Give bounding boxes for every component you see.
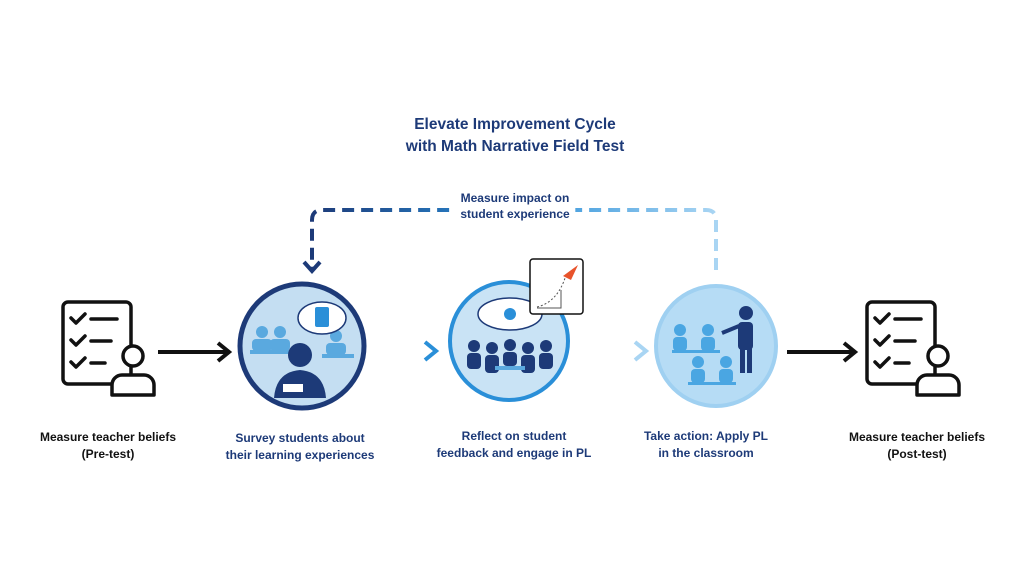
arrow-1 [158,341,233,363]
step-label-line-2: feedback and engage in PL [436,446,592,460]
team-meeting-icon [448,258,584,402]
arrow-3 [578,340,650,362]
step-label-take-action: Take action: Apply PL in the classroom [644,428,768,462]
title-line-1: Elevate Improvement Cycle [414,116,616,133]
arrow-4 [787,341,859,363]
step-label-line-1: Measure teacher beliefs [848,430,986,444]
step-label-line-1: Reflect on student [461,429,567,443]
loop-label: Measure impact on student experience [454,190,576,222]
checklist-person-icon [865,300,961,397]
step-label-line-1: Survey students about [235,431,365,445]
step-label-post-test: Measure teacher beliefs (Post-test) [849,429,985,463]
growth-chart-icon [529,258,584,315]
step-label-reflect: Reflect on student feedback and engage i… [437,428,592,462]
diagram-title: Elevate Improvement Cycle with Math Narr… [406,114,624,158]
teacher-classroom-icon [654,284,778,408]
step-label-pre-test: Measure teacher beliefs (Pre-test) [40,429,176,463]
step-label-line-2: (Post-test) [887,447,947,461]
classroom-survey-icon [237,281,367,411]
step-label-line-1: Take action: Apply PL [643,429,769,443]
loop-label-line-2: student experience [460,207,570,221]
step-label-survey: Survey students about their learning exp… [226,430,375,464]
step-label-line-1: Measure teacher beliefs [39,430,177,444]
title-line-2: with Math Narrative Field Test [405,138,625,155]
checklist-person-icon [61,300,156,397]
loop-label-line-1: Measure impact on [460,191,570,205]
step-label-line-2: in the classroom [658,446,754,460]
step-label-line-2: their learning experiences [225,448,375,462]
step-label-line-2: (Pre-test) [81,447,135,461]
arrow-2 [368,340,440,362]
